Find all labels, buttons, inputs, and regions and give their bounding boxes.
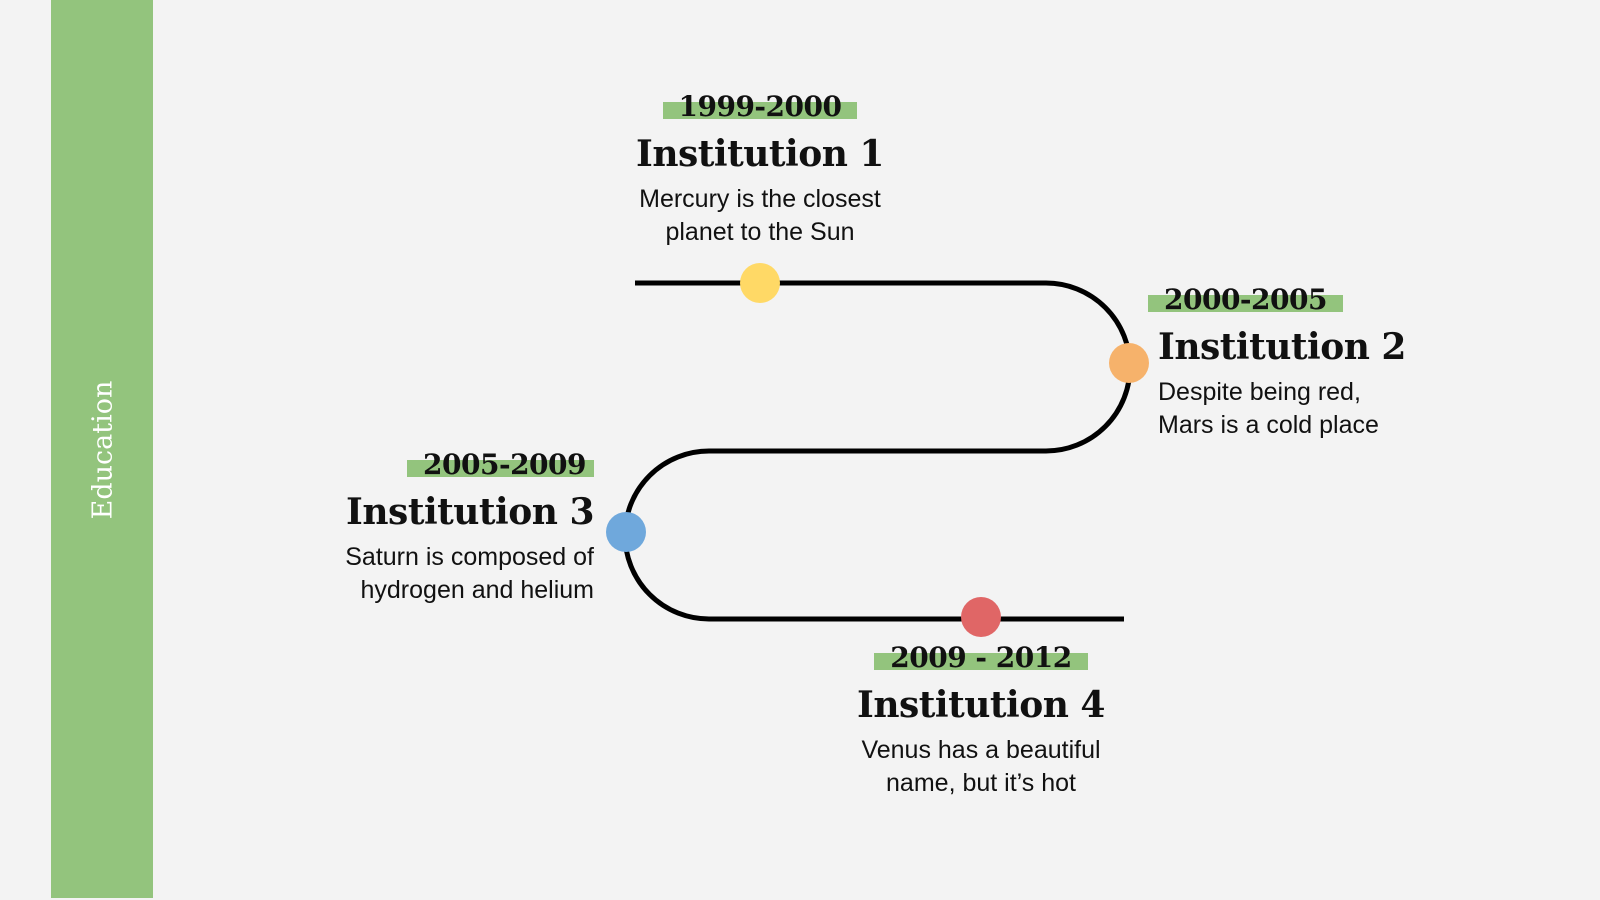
institution-description: Mercury is the closest planet to the Sun: [639, 185, 881, 246]
timeline-item-1: 1999-2000 Institution 1 Mercury is the c…: [580, 91, 940, 249]
date-badge: 1999-2000: [662, 91, 858, 123]
timeline-dot-1: [740, 263, 780, 303]
institution-description: Venus has a beautiful name, but it’s hot: [861, 736, 1101, 797]
date-badge: 2005-2009: [407, 449, 594, 481]
institution-title: Institution 2: [1158, 326, 1406, 368]
timeline-item-4: 2009 - 2012 Institution 4 Venus has a be…: [801, 642, 1161, 800]
timeline-dot-3: [606, 512, 646, 552]
institution-title: Institution 1: [636, 133, 884, 175]
date-badge: 2000-2005: [1148, 284, 1343, 316]
timeline-line: [622, 280, 1133, 622]
institution-title: Institution 3: [346, 491, 594, 533]
timeline-item-2: 2000-2005 Institution 2 Despite being re…: [1148, 284, 1518, 442]
timeline-item-3: 2005-2009 Institution 3 Saturn is compos…: [234, 449, 594, 607]
sidebar-bar: [51, 0, 153, 898]
institution-description: Despite being red, Mars is a cold place: [1158, 378, 1379, 439]
date-badge: 2009 - 2012: [874, 642, 1088, 674]
timeline-dot-2: [1109, 343, 1149, 383]
institution-title: Institution 4: [857, 684, 1105, 726]
institution-description: Saturn is composed of hydrogen and heliu…: [345, 543, 594, 604]
timeline-dot-4: [961, 597, 1001, 637]
